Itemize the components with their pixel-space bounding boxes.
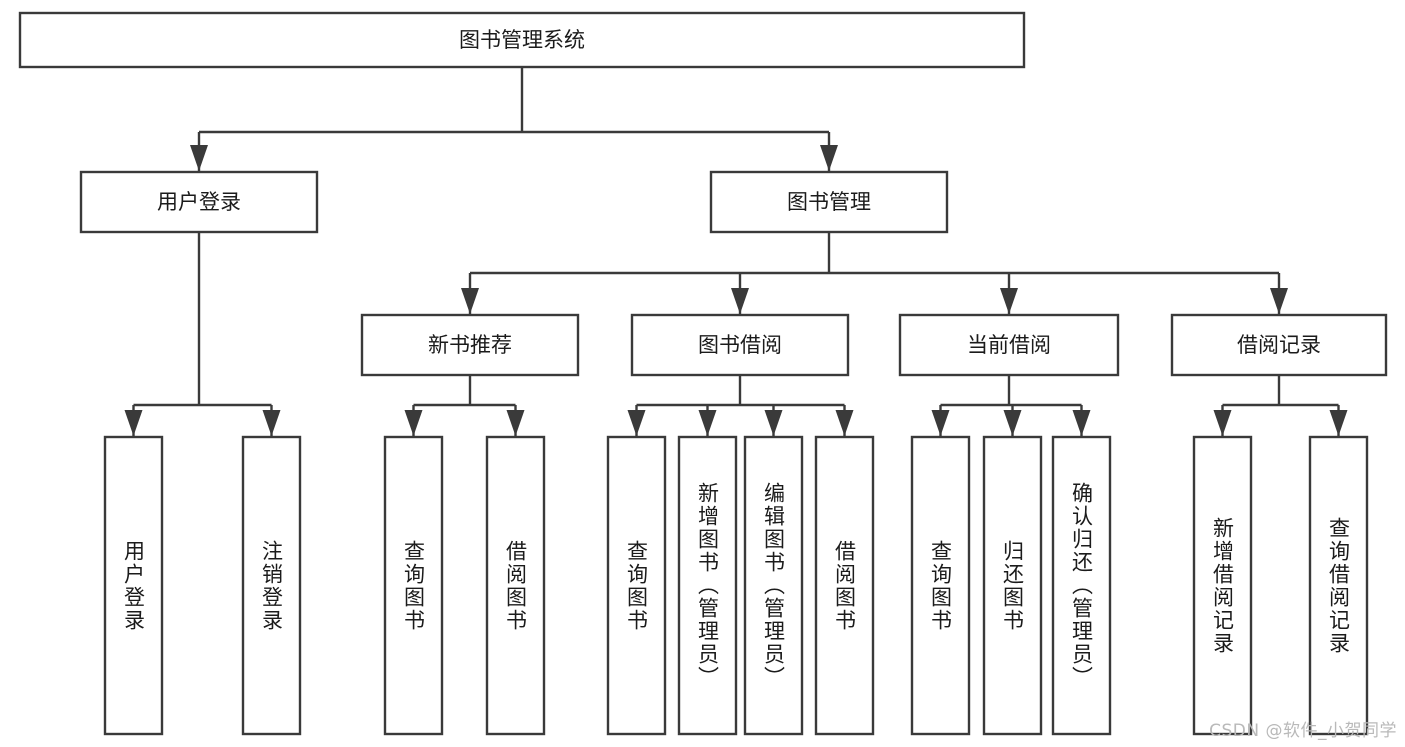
node-book-manage-box[interactable] — [709, 170, 949, 234]
node-leaf-cb-query-book-box[interactable] — [910, 435, 971, 736]
watermark: CSDN @软件_小贺同学 — [1209, 721, 1397, 741]
boxes-layer — [18, 11, 1388, 736]
node-leaf-user-logout-box[interactable] — [241, 435, 302, 736]
arrow-head-icon — [698, 410, 717, 436]
node-root-label: 图书管理系统 — [459, 28, 585, 52]
node-leaf-br-query-record-box[interactable] — [1308, 435, 1369, 736]
node-book-borrow-label: 图书借阅 — [698, 333, 782, 357]
node-leaf-br-add-record-box[interactable] — [1192, 435, 1253, 736]
arrow-head-icon — [731, 288, 749, 314]
node-user-login-label: 用户登录 — [157, 190, 241, 214]
node-user-login-box[interactable] — [79, 170, 319, 234]
node-borrow-record-box[interactable] — [1170, 313, 1388, 377]
arrow-head-icon — [764, 410, 783, 436]
arrow-head-icon — [1213, 410, 1232, 436]
node-leaf-cb-confirm-return-box[interactable] — [1051, 435, 1112, 736]
node-leaf-bb-query-book-box[interactable] — [606, 435, 667, 736]
node-book-manage-label: 图书管理 — [787, 190, 871, 214]
node-current-borrow-box[interactable] — [898, 313, 1120, 377]
arrow-head-icon — [404, 410, 423, 436]
arrow-head-icon — [1072, 410, 1091, 436]
node-leaf-cb-return-book-box[interactable] — [982, 435, 1043, 736]
node-leaf-bb-add-book-box[interactable] — [677, 435, 738, 736]
node-new-book-rec-label: 新书推荐 — [428, 333, 512, 357]
arrow-head-icon — [835, 410, 854, 436]
connectors-layer — [124, 67, 1348, 436]
arrow-head-icon — [506, 410, 525, 436]
node-leaf-bb-borrow-book-box[interactable] — [814, 435, 875, 736]
arrow-head-icon — [820, 145, 838, 171]
arrow-head-icon — [1270, 288, 1288, 314]
arrow-head-icon — [262, 410, 281, 436]
arrow-head-icon — [190, 145, 208, 171]
arrow-head-icon — [1000, 288, 1018, 314]
node-leaf-user-login-box[interactable] — [103, 435, 164, 736]
node-current-borrow-label: 当前借阅 — [967, 333, 1051, 357]
arrow-head-icon — [124, 410, 143, 436]
node-book-borrow-box[interactable] — [630, 313, 850, 377]
arrow-head-icon — [461, 288, 479, 314]
node-borrow-record-label: 借阅记录 — [1237, 333, 1321, 357]
arrow-head-icon — [1003, 410, 1022, 436]
node-leaf-rec-borrow-book-box[interactable] — [485, 435, 546, 736]
node-leaf-bb-edit-book-box[interactable] — [743, 435, 804, 736]
node-new-book-rec-box[interactable] — [360, 313, 580, 377]
node-root-box[interactable] — [18, 11, 1026, 69]
arrow-head-icon — [931, 410, 950, 436]
node-leaf-rec-query-book-box[interactable] — [383, 435, 444, 736]
arrow-head-icon — [1329, 410, 1348, 436]
arrow-head-icon — [627, 410, 646, 436]
